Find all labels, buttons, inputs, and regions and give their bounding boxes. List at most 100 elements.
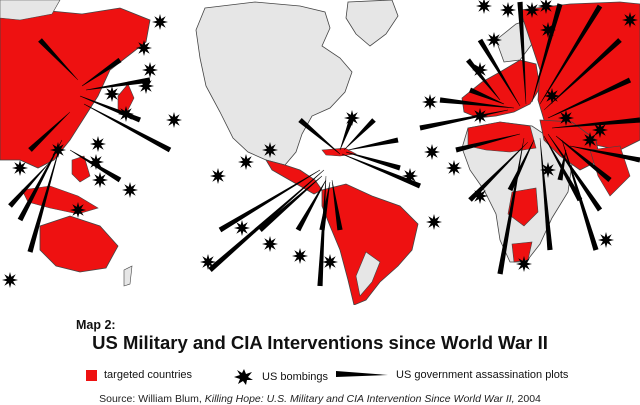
bombing-marker-icon bbox=[486, 32, 502, 48]
assassination-wedge bbox=[539, 4, 603, 105]
assassination-wedge bbox=[557, 150, 567, 181]
assassination-wedge bbox=[552, 117, 640, 129]
assassination-wedge bbox=[477, 38, 521, 107]
bombing-marker-icon bbox=[426, 214, 442, 230]
bombing-marker-icon bbox=[476, 0, 492, 14]
source-author: William Blum, bbox=[138, 393, 202, 405]
source-prefix: Source: bbox=[99, 393, 136, 405]
assassination-wedge bbox=[469, 87, 505, 105]
source-book: Killing Hope: U.S. Military and CIA Inte… bbox=[204, 393, 515, 405]
assassination-wedge bbox=[218, 169, 321, 233]
bombing-marker-icon bbox=[598, 232, 614, 248]
bombing-marker-icon bbox=[12, 160, 28, 176]
assassination-wedge bbox=[466, 58, 501, 101]
new-zealand-landmass bbox=[123, 265, 133, 287]
assassination-wedge bbox=[86, 77, 151, 91]
bombing-marker-icon bbox=[592, 122, 608, 138]
assassination-wedge bbox=[547, 133, 603, 212]
greenland-landmass bbox=[345, 0, 399, 47]
bombing-marker-icon bbox=[200, 254, 216, 270]
bombing-marker-icon bbox=[238, 154, 254, 170]
australia-landmass bbox=[39, 215, 119, 273]
central-africa-targeted bbox=[507, 187, 539, 227]
bombing-marker-icon bbox=[2, 272, 18, 288]
assassination-wedge bbox=[8, 161, 51, 208]
assassination-wedge bbox=[547, 77, 632, 119]
cuba-landmass bbox=[321, 147, 357, 157]
assassination-wedge bbox=[419, 109, 508, 131]
assassination-wedge bbox=[439, 97, 514, 109]
assassination-wedge bbox=[555, 135, 612, 182]
explosion-icon bbox=[234, 369, 253, 385]
bombing-marker-icon bbox=[122, 182, 138, 198]
assassination-wedge bbox=[348, 137, 399, 151]
bombing-marker-icon bbox=[118, 106, 134, 122]
legend-bombings-label: US bombings bbox=[262, 371, 329, 383]
north-africa-targeted bbox=[467, 121, 537, 153]
bombing-marker-icon bbox=[472, 62, 488, 78]
bombing-marker-icon bbox=[90, 136, 106, 152]
bombing-marker-icon bbox=[234, 220, 250, 236]
assassination-wedge bbox=[295, 179, 327, 232]
japan-landmass bbox=[117, 83, 135, 115]
legend-targeted: targeted countries bbox=[86, 369, 192, 381]
assassination-wedge bbox=[539, 138, 553, 251]
south-america-landmass bbox=[321, 183, 419, 305]
bombing-marker-icon bbox=[516, 256, 532, 272]
legend-targeted-label: targeted countries bbox=[104, 369, 193, 381]
assassination-wedge bbox=[17, 139, 63, 222]
bombing-marker-icon bbox=[622, 12, 638, 28]
assassination-wedge bbox=[343, 118, 376, 151]
bombing-marker-icon bbox=[138, 78, 154, 94]
bombing-marker-icon bbox=[344, 110, 360, 126]
assassination-wedge bbox=[208, 169, 325, 272]
legend-assassinations: US government assassination plots bbox=[336, 369, 568, 381]
asia-untargeted-north bbox=[0, 0, 61, 21]
bombing-marker-icon bbox=[422, 94, 438, 110]
bombing-marker-icon bbox=[104, 86, 120, 102]
bombing-marker-icon bbox=[292, 248, 308, 264]
bombing-marker-icon bbox=[446, 160, 462, 176]
assassination-wedge bbox=[543, 38, 622, 111]
bombing-marker-icon bbox=[136, 40, 152, 56]
central-america-landmass bbox=[265, 159, 323, 195]
assassination-wedge bbox=[298, 118, 341, 155]
bombing-marker-icon bbox=[322, 254, 338, 270]
assassination-wedge bbox=[497, 138, 525, 275]
bombing-markers bbox=[2, 0, 638, 288]
map-legend: targeted countries US bombings US govern… bbox=[0, 369, 640, 387]
map-caption: Map 2: US Military and CIA Interventions… bbox=[0, 305, 640, 405]
assassination-wedge bbox=[561, 139, 599, 251]
assassination-wedge bbox=[27, 145, 61, 253]
bombing-marker-icon bbox=[166, 112, 182, 128]
assassination-wedge bbox=[317, 176, 327, 287]
assassination-wedge bbox=[345, 151, 401, 171]
bombing-marker-icon bbox=[500, 2, 516, 18]
bombing-marker-icon bbox=[402, 168, 418, 184]
bombing-marker-icon bbox=[582, 132, 598, 148]
assassination-wedge bbox=[28, 111, 71, 152]
assassination-wedge bbox=[468, 141, 529, 202]
assassination-wedge bbox=[258, 175, 323, 232]
assassination-wedge bbox=[455, 133, 520, 153]
bombing-marker-icon bbox=[92, 172, 108, 188]
assassination-plot-wedges bbox=[8, 1, 640, 287]
bombing-marker-icon bbox=[142, 62, 158, 78]
map-label: Map 2: bbox=[76, 318, 116, 332]
world-map bbox=[0, 0, 640, 305]
map-source: Source: William Blum, Killing Hope: U.S.… bbox=[0, 393, 640, 405]
south-america-untargeted bbox=[355, 251, 381, 297]
world-map-svg bbox=[0, 0, 640, 305]
bombing-marker-icon bbox=[50, 142, 66, 158]
bombing-marker-icon bbox=[472, 188, 488, 204]
assassination-wedge bbox=[507, 139, 535, 192]
wedge-line-icon bbox=[336, 371, 388, 377]
assassination-wedge bbox=[517, 1, 527, 104]
assassination-wedge bbox=[339, 117, 355, 151]
assassination-wedge bbox=[81, 57, 122, 87]
map-title: US Military and CIA Interventions since … bbox=[92, 332, 548, 353]
assassination-wedge bbox=[331, 180, 343, 231]
bombing-marker-icon bbox=[538, 0, 554, 14]
bombing-marker-icon bbox=[472, 108, 488, 124]
assassination-wedge bbox=[531, 3, 563, 103]
